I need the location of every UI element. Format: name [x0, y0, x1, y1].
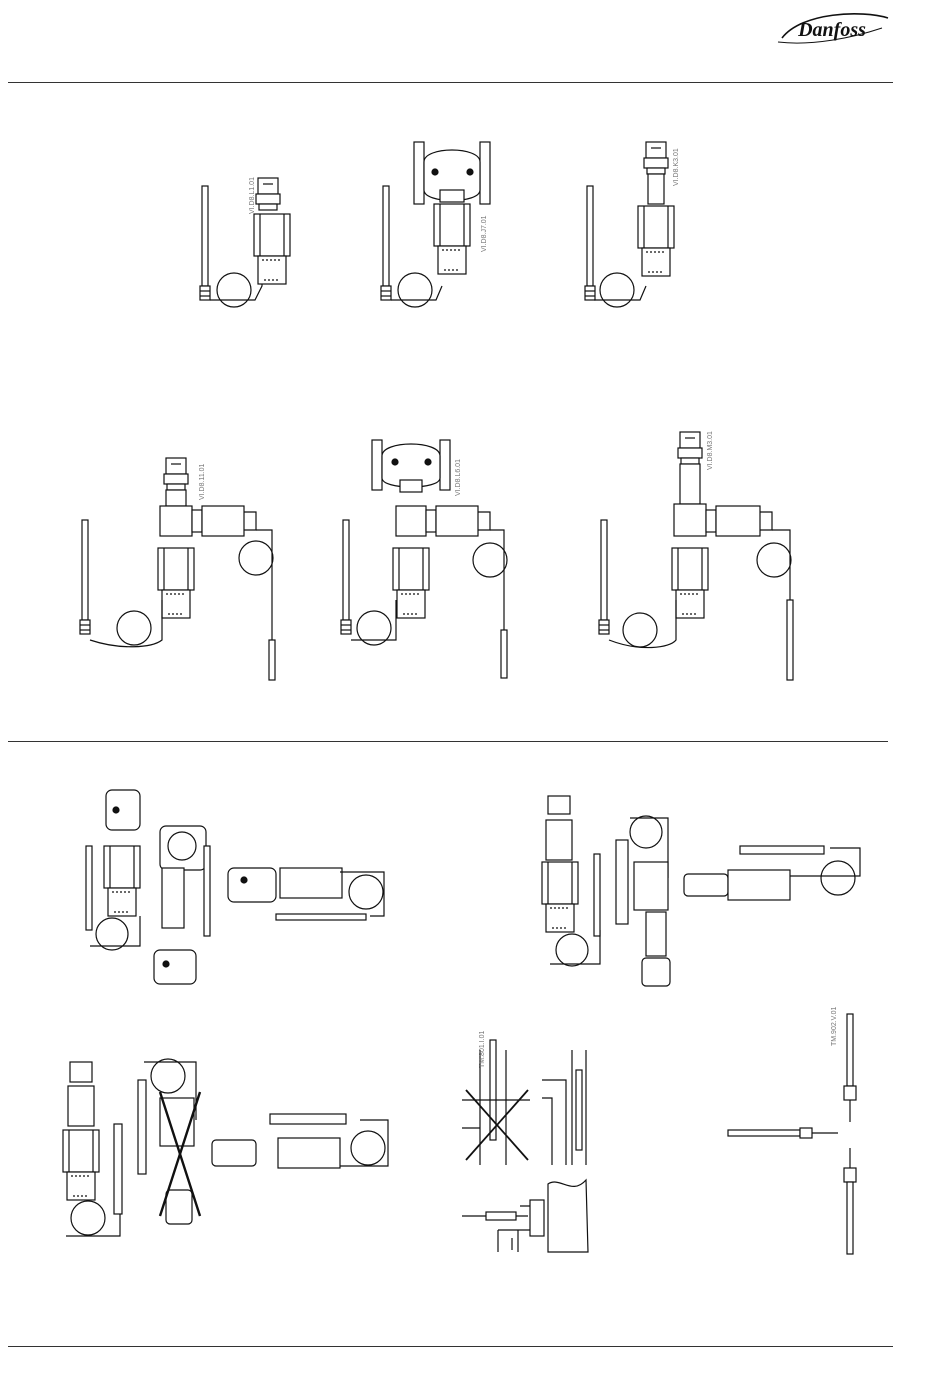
code-fig5: VI.D8.L6.01	[455, 459, 462, 496]
diagram-2: VI.D8.J7.01	[381, 142, 490, 307]
code-fig3: VI.D8.K3.01	[673, 148, 680, 186]
diagram-3: VI.D8.K3.01	[585, 142, 680, 307]
code-fig6: VI.D8.M3.01	[707, 431, 714, 470]
code-fig8: TM.902.V.01	[831, 1006, 838, 1046]
code-fig1: VI.D8.L1.01	[249, 177, 256, 214]
diagram-orientations-b	[542, 796, 860, 986]
code-fig7: TM.801.I.01	[479, 1031, 486, 1068]
code-fig2: VI.D8.J7.01	[481, 215, 488, 252]
diagram-incorrect-mounting	[63, 1059, 388, 1236]
diagram-orientations-a	[86, 790, 384, 984]
diagram-4: VI.D8.11.01	[80, 458, 275, 680]
diagram-5: VI.D8.L6.01	[341, 440, 507, 678]
diagram-sensor-orientation: TM.902.V.01	[728, 1006, 856, 1254]
diagram-sensor-placement: TM.801.I.01	[462, 1031, 588, 1252]
diagram-6: VI.D8.M3.01	[599, 431, 793, 680]
code-fig4: VI.D8.11.01	[199, 463, 206, 500]
diagram-1: VI.D8.L1.01	[200, 177, 290, 307]
